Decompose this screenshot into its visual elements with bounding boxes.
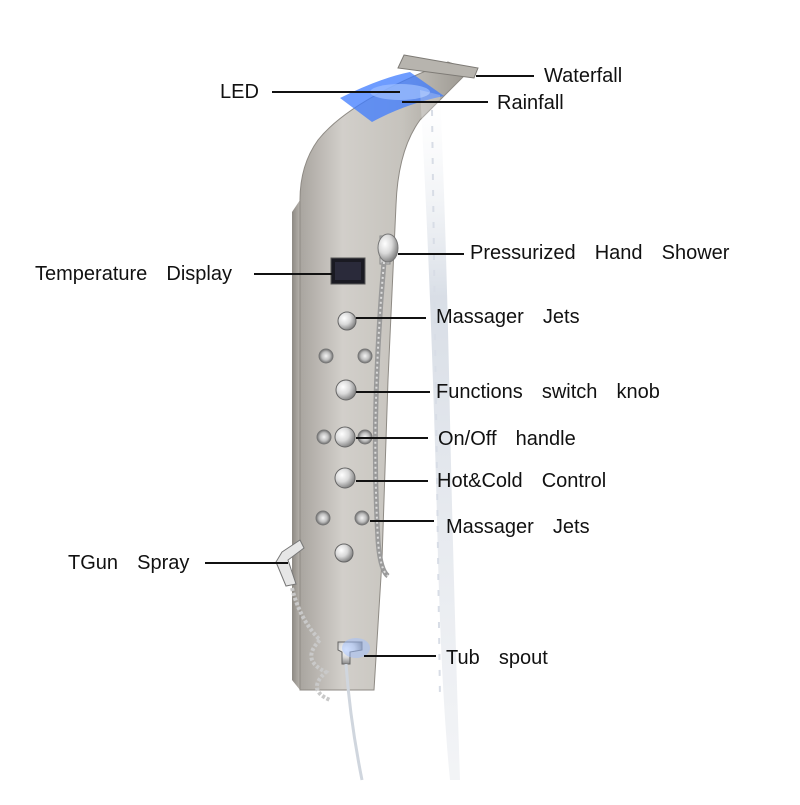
label-massager-jets-lower: Massager Jets — [446, 516, 590, 538]
tgun-spray-icon — [275, 539, 305, 587]
label-led: LED — [220, 81, 259, 103]
tgun-hose-icon — [290, 587, 331, 702]
leader-lines — [205, 75, 534, 657]
jet-icon — [354, 510, 370, 526]
label-massager-jets-upper: Massager Jets — [436, 306, 580, 328]
label-functions-switch-knob: Functions switch knob — [436, 381, 660, 403]
rain-head — [397, 54, 479, 79]
functions-switch-knob-icon — [335, 379, 357, 401]
label-tgun-spray: TGun Spray — [68, 552, 190, 574]
on-off-handle-icon — [334, 426, 356, 448]
jet-icon — [315, 510, 331, 526]
label-tub-spout: Tub spout — [446, 647, 548, 669]
jet-icon — [318, 348, 334, 364]
label-temperature-display: Temperature Display — [35, 263, 232, 285]
label-waterfall: Waterfall — [544, 65, 623, 87]
bottom-knob-icon — [334, 543, 354, 563]
panel-side — [292, 200, 300, 690]
hot-cold-control-icon — [334, 467, 356, 489]
massager-jets-knob-icon — [337, 311, 357, 331]
label-on-off-handle: On/Off handle — [438, 428, 576, 450]
waterfall-stream-icon — [420, 90, 460, 780]
hand-shower-icon — [377, 233, 399, 263]
label-hot-cold-control: Hot&Cold Control — [437, 470, 607, 492]
jet-icon — [357, 348, 373, 364]
label-hand-shower: Pressurized Hand Shower — [470, 242, 730, 264]
jet-icon — [316, 429, 332, 445]
label-rainfall: Rainfall — [497, 92, 564, 114]
